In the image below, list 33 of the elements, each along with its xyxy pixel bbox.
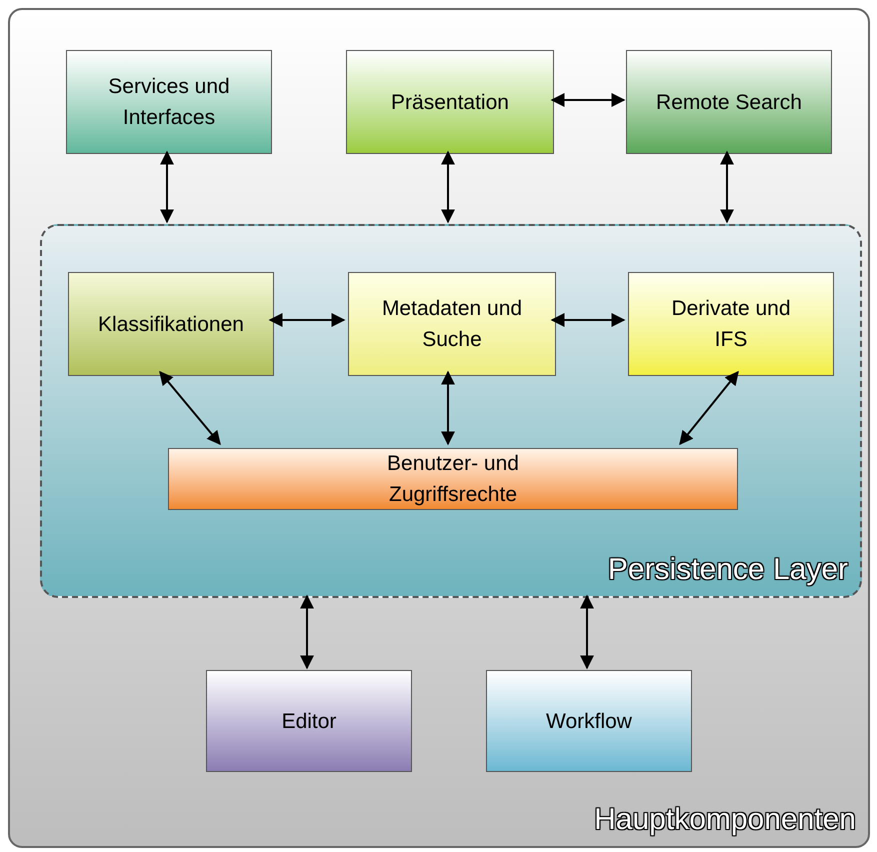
- panel-title: Hauptkomponenten: [594, 802, 856, 838]
- box-label: Editor: [280, 708, 338, 734]
- component-box: [486, 670, 692, 772]
- component-box: [206, 670, 412, 772]
- component-box: [66, 50, 272, 154]
- component-box: [626, 50, 832, 154]
- box-label: Workflow: [545, 708, 633, 734]
- box-label: Klassifikationen: [97, 312, 245, 338]
- box-label: Services und Interfaces: [107, 74, 231, 131]
- double-arrow: [160, 150, 174, 224]
- box-label: Derivate und IFS: [670, 296, 792, 353]
- box-label: Präsentation: [390, 90, 510, 116]
- component-bar: [168, 448, 738, 510]
- double-arrow: [441, 370, 455, 446]
- component-box: [348, 272, 556, 376]
- double-arrow: [550, 313, 626, 327]
- double-arrow: [720, 150, 734, 224]
- panel-title: Persistence Layer: [608, 552, 848, 588]
- box-label: Metadaten und Suche: [380, 296, 524, 353]
- double-arrow: [441, 150, 455, 224]
- outer-panel: [8, 8, 870, 848]
- component-box: [68, 272, 274, 376]
- box-label: Benutzer- und Zugriffsrechte: [386, 451, 520, 508]
- double-arrow: [580, 594, 594, 670]
- double-arrow: [300, 594, 314, 670]
- double-arrow: [550, 93, 626, 107]
- box-label: Remote Search: [655, 90, 803, 116]
- component-box: [346, 50, 554, 154]
- double-arrow: [268, 313, 346, 327]
- double-arrow: [679, 370, 739, 446]
- layer-panel: [40, 224, 862, 598]
- component-box: [628, 272, 834, 376]
- double-arrow: [159, 370, 221, 446]
